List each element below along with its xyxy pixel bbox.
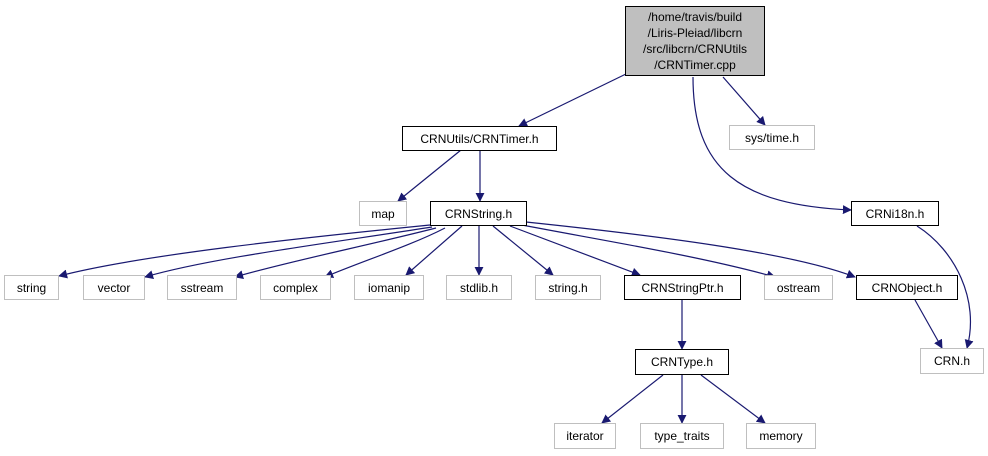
edge-root-to-sys-time	[722, 76, 766, 126]
node-label: string.h	[548, 280, 588, 295]
node-label: CRNUtils/CRNTimer.h	[420, 131, 539, 146]
root-node-line: /src/libcrn/CRNUtils	[642, 42, 747, 56]
node-sys-time-h: sys/time.h	[729, 125, 815, 150]
node-label: complex	[273, 280, 318, 295]
edge-crnstring-to-crnobject	[525, 221, 856, 279]
node-label: CRNStringPtr.h	[641, 280, 724, 295]
edge-crnstring-to-crnstringptr	[509, 225, 641, 277]
node-vector: vector	[83, 275, 145, 300]
node-sstream: sstream	[167, 275, 237, 300]
edge-crnstring-to-sstream	[234, 227, 437, 280]
node-crnutils-crntimer-h[interactable]: CRNUtils/CRNTimer.h	[402, 126, 557, 151]
edge-crnobject-to-crn	[914, 299, 943, 349]
node-iterator: iterator	[554, 423, 616, 449]
node-crni18n-h[interactable]: CRNi18n.h	[851, 201, 939, 226]
node-label: CRN.h	[933, 354, 970, 368]
node-label: CRNType.h	[650, 355, 714, 369]
edge-crntype-to-memory	[700, 374, 766, 424]
edge-crnstring-to-ostream	[521, 224, 776, 280]
node-label: sstream	[180, 280, 224, 295]
node-label: CRNString.h	[444, 206, 513, 221]
edge-crntype-to-iterator	[601, 374, 664, 424]
node-label: string	[16, 280, 47, 295]
node-ostream: ostream	[764, 275, 833, 300]
root-node-line: /CRNTimer.cpp	[654, 58, 736, 72]
root-node-crntimer-cpp[interactable]: /home/travis/build /Liris-Pleiad/libcrn …	[625, 6, 765, 76]
node-label: memory	[759, 429, 803, 443]
node-iomanip: iomanip	[354, 275, 424, 300]
node-crntype-h[interactable]: CRNType.h	[635, 349, 729, 375]
node-memory: memory	[746, 423, 816, 449]
node-label: CRNi18n.h	[865, 206, 925, 221]
node-label: iterator	[566, 429, 604, 443]
node-string-h: string.h	[535, 275, 601, 300]
edge-crnstring-to-vector	[144, 226, 433, 280]
node-label: vector	[97, 280, 131, 295]
node-crn-h: CRN.h	[920, 348, 984, 374]
node-crnobject-h[interactable]: CRNObject.h	[856, 275, 958, 300]
node-complex: complex	[260, 275, 331, 300]
edge-timer-to-map	[397, 149, 462, 202]
node-stdlib-h: stdlib.h	[446, 275, 512, 300]
edge-crnstring-to-string	[58, 224, 431, 279]
edge-crni18n-to-crn	[916, 225, 974, 349]
node-label: CRNObject.h	[871, 280, 943, 295]
node-label: type_traits	[654, 429, 710, 443]
edge-root-to-crni18n	[692, 76, 852, 215]
node-string: string	[4, 275, 59, 300]
node-map: map	[359, 201, 407, 226]
node-crnstringptr-h[interactable]: CRNStringPtr.h	[624, 275, 741, 300]
edge-crnstring-to-complex	[324, 227, 446, 278]
node-label: map	[371, 206, 395, 221]
root-node-line: /home/travis/build	[647, 10, 743, 24]
edge-crnstring-to-string-h	[492, 225, 554, 276]
node-crnstring-h[interactable]: CRNString.h	[430, 201, 527, 226]
node-label: sys/time.h	[744, 130, 799, 145]
edge-crnstring-to-iomanip	[405, 225, 463, 276]
node-label: ostream	[776, 280, 821, 295]
root-node-line: /Liris-Pleiad/libcrn	[647, 26, 743, 40]
edge-root-to-crnutils-timer	[518, 72, 629, 127]
node-type-traits: type_traits	[640, 423, 724, 449]
node-label: iomanip	[367, 280, 411, 295]
node-label: stdlib.h	[459, 280, 499, 295]
